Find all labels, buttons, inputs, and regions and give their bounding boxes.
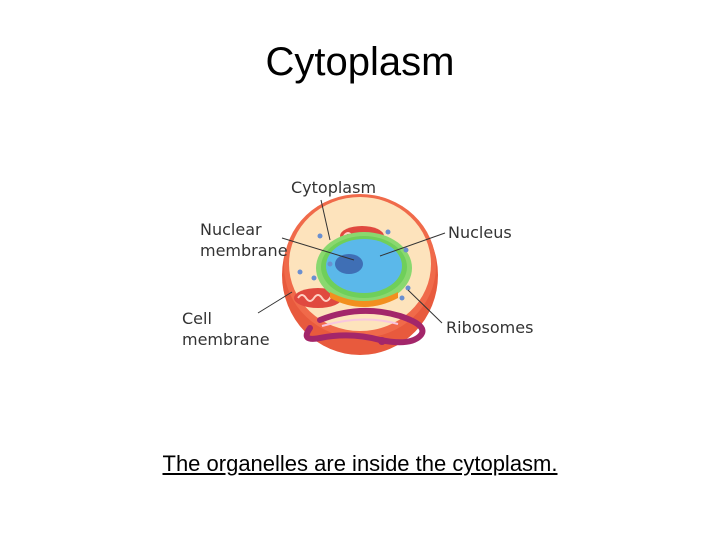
caption: The organelles are inside the cytoplasm. [0, 451, 720, 477]
label-nuclear-membrane-line1: Nuclear [200, 220, 262, 239]
label-nucleus: Nucleus [448, 223, 512, 242]
cell-diagram: Cytoplasm Nuclear membrane Nucleus Cell … [170, 168, 550, 368]
cell-diagram-svg: Cytoplasm Nuclear membrane Nucleus Cell … [170, 168, 550, 368]
label-cytoplasm: Cytoplasm [291, 178, 376, 197]
slide-title: Cytoplasm [0, 40, 720, 85]
label-cell-membrane-line2: membrane [182, 330, 270, 349]
nucleolus [335, 254, 363, 274]
caption-text: The organelles are inside the cytoplasm. [163, 451, 558, 476]
label-cell-membrane-line1: Cell [182, 309, 212, 328]
vesicle [378, 337, 386, 345]
label-nuclear-membrane-line2: membrane [200, 241, 288, 260]
label-ribosomes: Ribosomes [446, 318, 533, 337]
